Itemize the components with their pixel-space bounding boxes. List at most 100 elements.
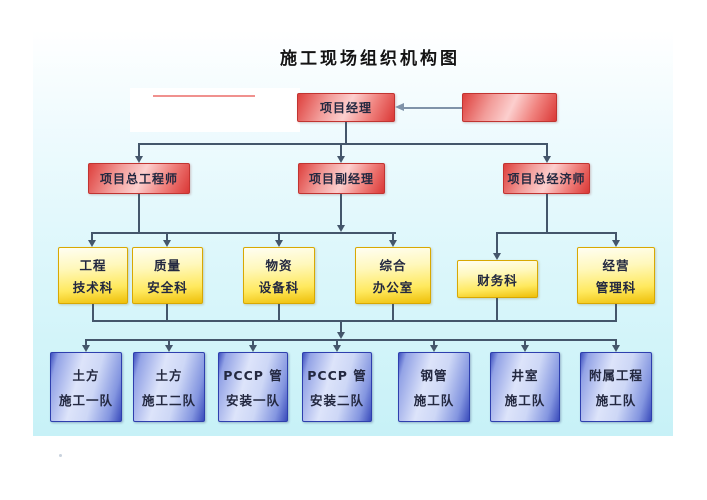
team-label-line: 安装一队 [225, 393, 280, 408]
arrow-down-icon [249, 345, 257, 352]
node-chief-engineer: 项目总工程师 [88, 163, 190, 194]
team-label-line: 附属工程 [588, 368, 643, 383]
arrow-left-icon [395, 103, 404, 111]
stray-dot-artifact [59, 454, 62, 457]
dept-label-line: 设备科 [258, 279, 300, 295]
arrow-down-icon [612, 345, 620, 352]
arrow-down-icon [389, 240, 397, 247]
connector-line [392, 304, 394, 320]
team-label-line: 施工二队 [141, 393, 196, 408]
dept-box-operations-management: 经营 管理科 [577, 247, 655, 304]
dept-box-finance: 财务科 [457, 260, 538, 298]
connector-line [404, 107, 462, 109]
arrow-down-icon [337, 332, 345, 339]
connector-line [546, 194, 548, 233]
team-box-pccp-install-crew-1: PCCP 管 安装一队 [218, 352, 288, 422]
dept-label-line: 财务科 [477, 272, 518, 288]
arrow-down-icon [163, 240, 171, 247]
arrow-down-icon [88, 240, 96, 247]
team-label-line: 井室 [511, 368, 539, 383]
connector-line [85, 339, 616, 341]
connector-line [166, 304, 168, 320]
team-label-line: 土方 [155, 368, 183, 383]
team-label-line: 施工队 [504, 393, 546, 408]
dept-box-general-office: 综合 办公室 [355, 247, 431, 304]
chart-title: 施工现场组织机构图 [280, 49, 460, 69]
team-box-well-chamber-crew: 井室 施工队 [490, 352, 560, 422]
covered-box-top-edge [153, 95, 255, 97]
covered-blank-box [130, 88, 300, 132]
connector-line [496, 298, 498, 320]
connector-line [345, 122, 347, 144]
arrow-down-icon [333, 345, 341, 352]
arrow-down-icon [337, 156, 345, 163]
arrow-down-icon [165, 345, 173, 352]
team-box-pccp-install-crew-2: PCCP 管 安装二队 [302, 352, 372, 422]
connector-line [392, 232, 394, 240]
connector-line [496, 232, 617, 234]
connector-line [252, 339, 254, 345]
connector-line [340, 320, 342, 332]
connector-line [278, 232, 280, 240]
connector-line [496, 232, 498, 253]
connector-line [336, 339, 338, 345]
team-label-line: 土方 [72, 368, 100, 383]
connector-line [166, 232, 168, 240]
connector-line [91, 232, 93, 240]
connector-line [278, 304, 280, 320]
dept-label-line: 技术科 [72, 279, 114, 295]
connector-line [524, 339, 526, 345]
connector-line [85, 339, 87, 345]
team-box-earthwork-crew-1: 土方 施工一队 [50, 352, 122, 422]
arrow-down-icon [82, 345, 90, 352]
arrow-down-icon [521, 345, 529, 352]
arrow-down-icon [430, 345, 438, 352]
arrow-down-icon [337, 225, 345, 232]
connector-line [138, 194, 140, 233]
node-deputy-manager: 项目副经理 [298, 163, 385, 194]
connector-line [92, 304, 94, 320]
dept-label-line: 安全科 [147, 279, 188, 295]
dept-box-materials-equipment: 物资 设备科 [243, 247, 315, 304]
dept-label-line: 质量 [153, 258, 181, 274]
arrow-down-icon [612, 240, 620, 247]
dept-box-engineering-technology: 工程 技术科 [58, 247, 128, 304]
connector-line [615, 339, 617, 345]
node-label: 项目副经理 [308, 172, 374, 186]
connector-line [92, 320, 617, 322]
team-box-auxiliary-works-crew: 附属工程 施工队 [580, 352, 652, 422]
dept-label-line: 经营 [602, 258, 630, 274]
team-label-line: PCCP 管 [223, 368, 283, 383]
team-label-line: 安装二队 [309, 393, 364, 408]
connector-line [92, 232, 396, 234]
team-label-line: 施工队 [595, 393, 637, 408]
team-label-line: PCCP 管 [307, 368, 367, 383]
connector-line [340, 143, 342, 156]
team-box-steel-pipe-crew: 钢管 施工队 [398, 352, 470, 422]
connector-line [168, 339, 170, 345]
connector-line [138, 143, 140, 156]
dept-label-line: 综合 [379, 258, 407, 274]
connector-line [615, 232, 617, 240]
team-label-line: 钢管 [420, 368, 448, 383]
connector-line [615, 304, 617, 320]
connector-line [546, 143, 548, 156]
node-label: 项目总工程师 [99, 172, 178, 186]
dept-label-line: 办公室 [372, 279, 414, 295]
arrow-down-icon [275, 240, 283, 247]
node-project-manager: 项目经理 [297, 93, 395, 122]
node-blank-red-box [462, 93, 557, 122]
connector-line [138, 143, 547, 145]
arrow-down-icon [543, 156, 551, 163]
node-label: 项目经理 [319, 101, 372, 115]
connector-line [433, 339, 435, 345]
dept-label-line: 管理科 [595, 279, 637, 295]
dept-label-line: 工程 [79, 258, 107, 274]
team-box-earthwork-crew-2: 土方 施工二队 [133, 352, 205, 422]
connector-line [340, 194, 342, 225]
dept-label-line: 物资 [265, 258, 293, 274]
arrow-down-icon [493, 253, 501, 260]
arrow-down-icon [135, 156, 143, 163]
dept-box-quality-safety: 质量 安全科 [132, 247, 203, 304]
